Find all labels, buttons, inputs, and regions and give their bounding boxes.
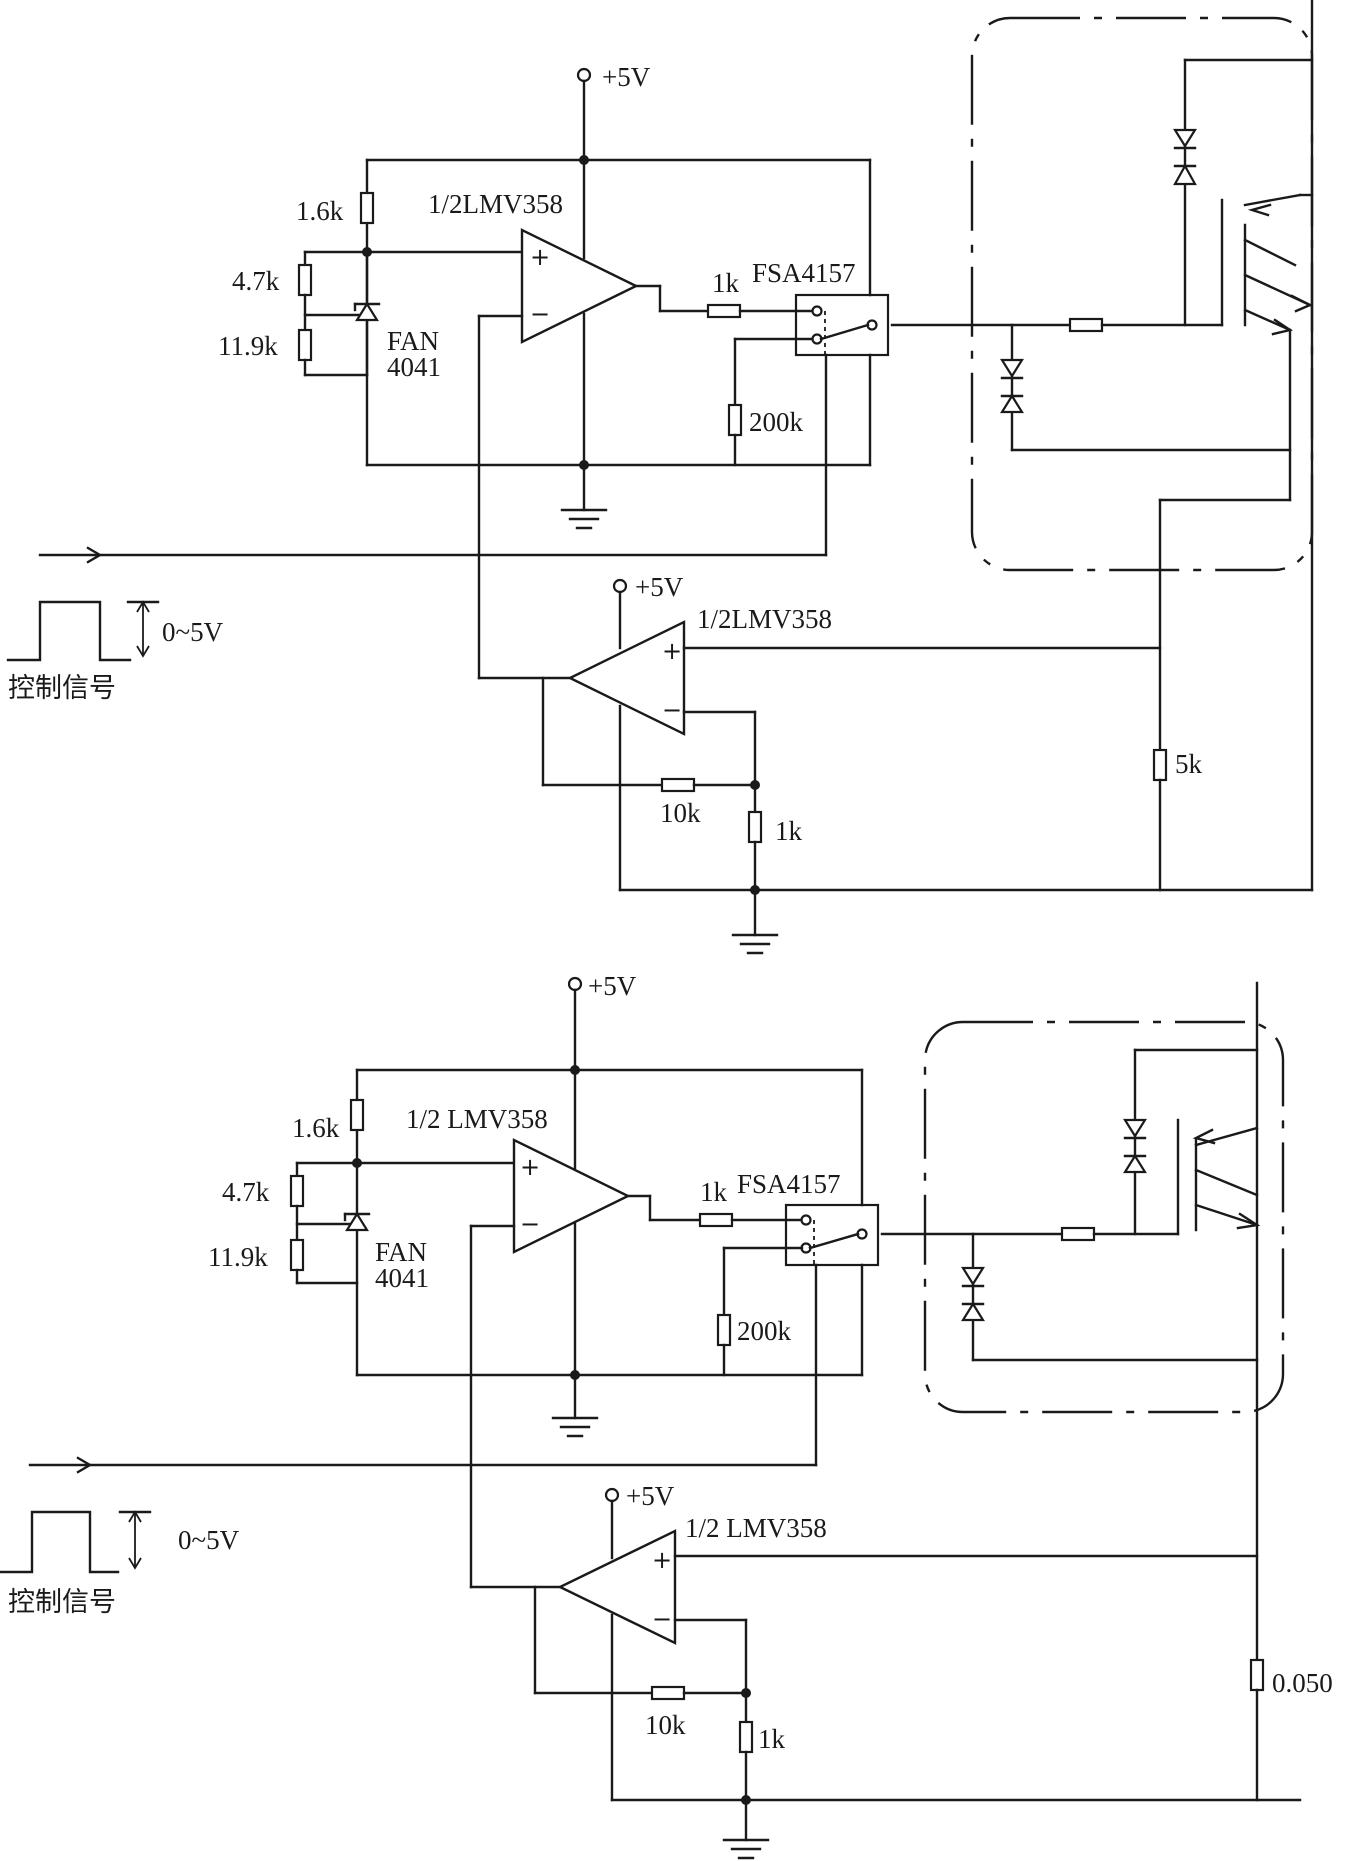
top-resistor-1-6k — [359, 191, 375, 225]
bottom-opamp-2: + − — [557, 1487, 677, 1802]
top-label-10k: 10k — [660, 798, 701, 828]
top-opamp-2-vcc: +5V — [635, 572, 684, 602]
bottom-label-1k-b: 1k — [758, 1724, 786, 1754]
top-resistor-10k — [660, 777, 696, 793]
bottom-control-pulse — [0, 1510, 152, 1574]
top-label-1-6k: 1.6k — [296, 196, 344, 226]
bottom-label-1-6k: 1.6k — [292, 1113, 340, 1143]
top-ref-label-1: FAN — [387, 326, 439, 356]
top-resistor-4-7k — [297, 263, 313, 297]
bottom-label-0-050: 0.050 — [1272, 1668, 1333, 1698]
bottom-label-10k: 10k — [645, 1710, 686, 1740]
bottom-resistor-0-050 — [1249, 1658, 1265, 1692]
svg-text:−: − — [520, 1210, 540, 1238]
bottom-ref-label-2: 4041 — [375, 1263, 429, 1293]
bottom-fsa4157-switch — [784, 1203, 880, 1267]
bottom-opamp-1-label: 1/2 LMV358 — [406, 1104, 548, 1134]
bottom-ground-2 — [722, 1798, 770, 1860]
bottom-resistor-1-6k — [349, 1098, 365, 1132]
bottom-resistor-1k-a — [698, 1212, 734, 1228]
bottom-resistor-10k — [650, 1685, 686, 1701]
top-igbt-module — [890, 16, 1314, 572]
top-range-label: 0~5V — [162, 617, 224, 647]
bottom-ref-label-1: FAN — [375, 1237, 427, 1267]
bottom-label-200k: 200k — [737, 1316, 792, 1346]
bottom-resistor-11-9k — [289, 1238, 305, 1272]
top-vcc-label: +5V — [602, 62, 651, 92]
bottom-switch-label: FSA4157 — [737, 1169, 841, 1199]
top-control-signal-label: 控制信号 — [8, 673, 116, 704]
bottom-label-11-9k: 11.9k — [208, 1242, 268, 1272]
top-resistor-5k — [1152, 748, 1168, 782]
top-label-11-9k: 11.9k — [218, 331, 278, 361]
top-resistor-200k — [727, 403, 743, 437]
bottom-control-signal-label: 控制信号 — [8, 1587, 116, 1618]
top-label-1k-b: 1k — [775, 816, 803, 846]
bottom-circuit: +5V 1.6k 4.7k 11.9k FAN 4041 + − 1/2 LMV… — [0, 971, 1333, 1860]
bottom-resistor-4-7k — [289, 1174, 305, 1208]
svg-text:+: + — [520, 1153, 540, 1181]
bottom-opamp-1: + − — [512, 1068, 631, 1377]
bottom-label-1k-a: 1k — [700, 1177, 728, 1207]
top-circuit: +5V 1.6k 4.7k 11.9k FAN 4041 + − 1/2LMV3… — [6, 0, 1314, 955]
bottom-vcc-terminal: +5V — [567, 971, 637, 1072]
svg-text:+: + — [662, 637, 682, 665]
top-ground-2 — [731, 888, 779, 955]
top-resistor-1k-a — [706, 303, 742, 319]
svg-text:−: − — [530, 300, 550, 328]
top-opamp-2-label: 1/2LMV358 — [697, 604, 832, 634]
top-control-pulse — [6, 600, 160, 662]
bottom-resistor-1k-b — [738, 1720, 754, 1754]
top-opamp-2: + − — [567, 578, 686, 892]
top-resistor-1k-b — [747, 810, 763, 844]
bottom-label-4-7k: 4.7k — [222, 1177, 270, 1207]
top-fsa4157-switch — [794, 293, 890, 357]
top-ref-label-2: 4041 — [387, 352, 441, 382]
top-opamp-1-label: 1/2LMV358 — [428, 189, 563, 219]
top-label-1k-a: 1k — [712, 268, 740, 298]
top-vcc-terminal: +5V — [576, 62, 651, 162]
bottom-range-label: 0~5V — [178, 1525, 240, 1555]
bottom-opamp-2-label: 1/2 LMV358 — [685, 1513, 827, 1543]
bottom-vcc-label: +5V — [588, 971, 637, 1001]
svg-text:+: + — [652, 1546, 672, 1574]
bottom-ground-1 — [551, 1373, 599, 1438]
svg-text:+: + — [530, 243, 550, 271]
bottom-opamp-2-vcc: +5V — [626, 1481, 675, 1511]
top-label-200k: 200k — [749, 407, 804, 437]
top-resistor-11-9k — [297, 328, 313, 362]
top-ground-1 — [560, 463, 608, 530]
bottom-resistor-200k — [716, 1313, 732, 1347]
top-fan4041-reference — [353, 250, 381, 377]
top-opamp-1: + − — [520, 158, 639, 467]
bottom-igbt-module — [880, 1020, 1285, 1414]
top-switch-label: FSA4157 — [752, 258, 856, 288]
svg-text:−: − — [662, 696, 682, 724]
top-label-5k: 5k — [1175, 749, 1203, 779]
bottom-fan4041-reference — [343, 1211, 371, 1232]
top-label-4-7k: 4.7k — [232, 266, 280, 296]
svg-text:−: − — [652, 1605, 672, 1633]
